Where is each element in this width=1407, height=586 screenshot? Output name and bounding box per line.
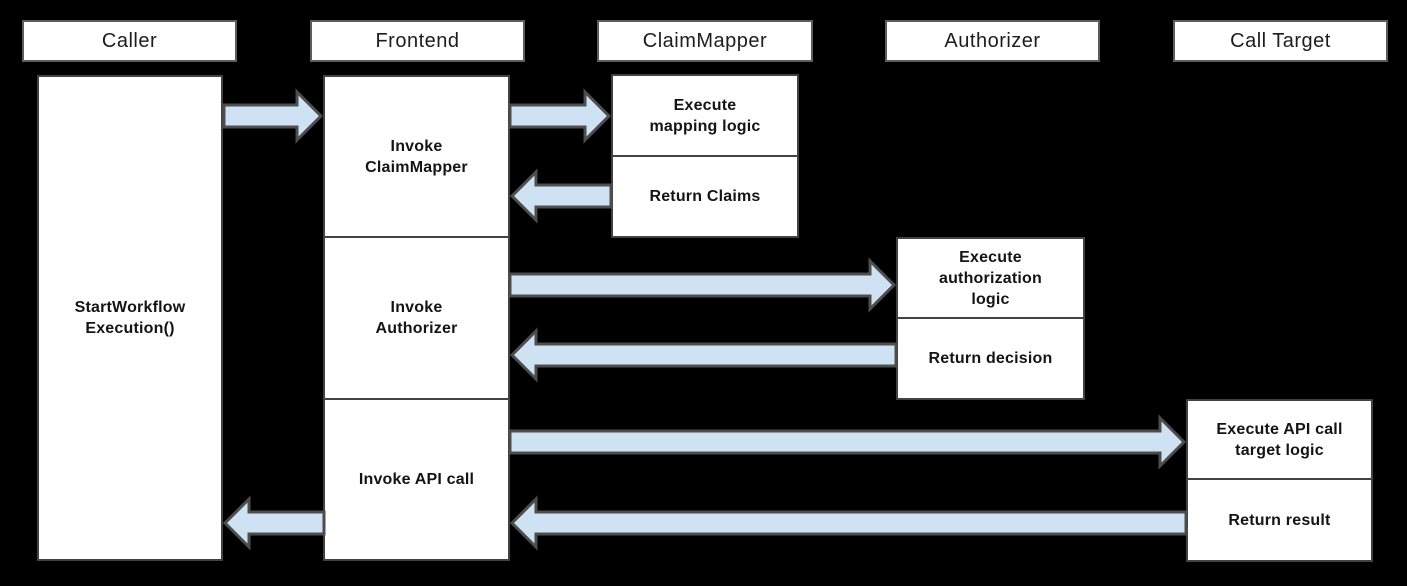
calltarget-step-return-result: Return result — [1186, 478, 1373, 562]
lane-header-calltarget-label: Call Target — [1230, 29, 1331, 52]
lane-header-caller: Caller — [22, 20, 237, 62]
arrow-claimmapper-return-claims — [509, 168, 613, 224]
authorizer-step-return-decision-label: Return decision — [928, 350, 1053, 367]
frontend-step-invoke-api-call: Invoke API call — [323, 398, 510, 561]
lane-header-frontend: Frontend — [310, 20, 525, 62]
lane-header-caller-label: Caller — [101, 29, 158, 52]
claimmapper-step-return-claims-label: Return Claims — [649, 188, 761, 205]
claimmapper-step-return-claims: Return Claims — [611, 155, 799, 238]
lane-header-calltarget: Call Target — [1173, 20, 1388, 62]
lane-header-authorizer-label: Authorizer — [944, 29, 1041, 52]
lane-header-authorizer: Authorizer — [885, 20, 1100, 62]
arrow-frontend-return-to-caller — [222, 495, 326, 551]
arrow-frontend-to-authorizer — [508, 257, 897, 313]
lane-header-claimmapper: ClaimMapper — [597, 20, 813, 62]
lane-header-claimmapper-label: ClaimMapper — [642, 29, 768, 52]
frontend-step-invoke-api-call-label: Invoke API call — [358, 471, 475, 488]
arrow-authorizer-return-decision — [509, 327, 898, 383]
arrow-frontend-to-calltarget — [508, 414, 1187, 470]
arrow-frontend-to-claimmapper — [508, 88, 612, 144]
calltarget-step-return-result-label: Return result — [1228, 511, 1331, 529]
arrow-calltarget-return-result — [509, 495, 1188, 551]
arrow-caller-to-frontend — [222, 88, 324, 144]
lane-header-frontend-label: Frontend — [375, 29, 460, 52]
authorizer-step-return-decision: Return decision — [896, 317, 1085, 400]
